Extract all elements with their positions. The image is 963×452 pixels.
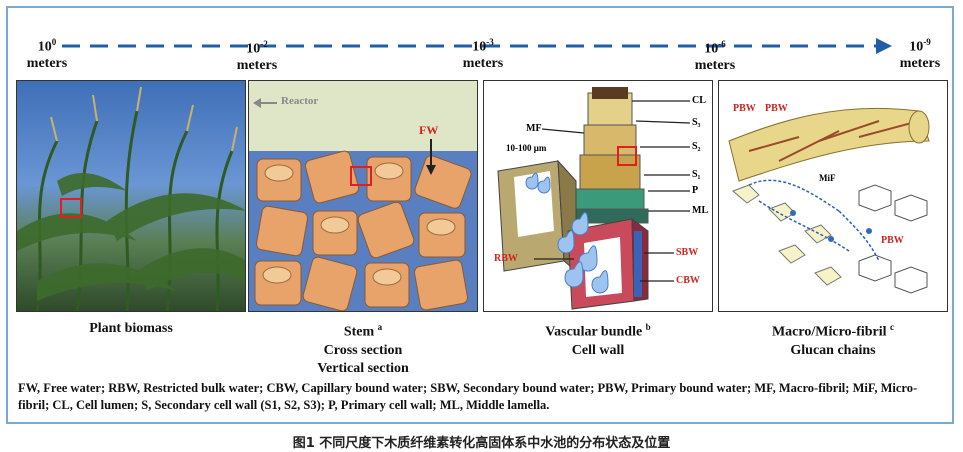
mf-label: MF: [526, 123, 542, 134]
pbw-label-1: PBW: [733, 103, 756, 114]
mif-label: MiF: [819, 173, 836, 183]
plant-biomass-image: [16, 80, 246, 312]
figure-title: 图1 不同尺度下木质纤维素转化高固体系中水池的分布状态及位置: [292, 436, 671, 451]
abbreviation-legend: FW, Free water; RBW, Restricted bulk wat…: [18, 381, 918, 412]
s2-label: S₂: [692, 141, 701, 152]
caption-vascular-bundle: Vascular bundle b Cell wall: [545, 322, 651, 358]
cl-label: CL: [692, 95, 706, 106]
caption-fibril: Macro/Micro-fibril c Glucan chains: [771, 322, 895, 358]
caption-stem: Stem a Cross section Vertical section: [317, 322, 409, 376]
pbw-label-2: PBW: [765, 103, 788, 114]
fibril-image: PBW PBW PBW MiF: [718, 80, 948, 312]
stem-image: Reactor FW: [248, 80, 478, 312]
figure-frame: [6, 6, 954, 424]
reactor-label: Reactor: [281, 95, 319, 107]
sbw-label: SBW: [676, 247, 699, 258]
rbw-label: RBW: [494, 253, 518, 264]
vascular-bundle-image: CL MF S₃ S₂ S₁ P ML 10-100 μm RBW SBW CB…: [483, 80, 713, 312]
cbw-label: CBW: [676, 275, 700, 286]
scale-arrow: [62, 38, 892, 54]
p-label: P: [692, 185, 699, 196]
s1-label: S₁: [692, 169, 701, 180]
fw-label: FW: [419, 123, 439, 137]
ml-label: ML: [692, 205, 709, 216]
pbw-label-3: PBW: [881, 235, 904, 246]
caption-plant-biomass: Plant biomass: [89, 321, 173, 336]
size-label: 10-100 μm: [506, 143, 547, 153]
s3-label: S₃: [692, 117, 701, 128]
